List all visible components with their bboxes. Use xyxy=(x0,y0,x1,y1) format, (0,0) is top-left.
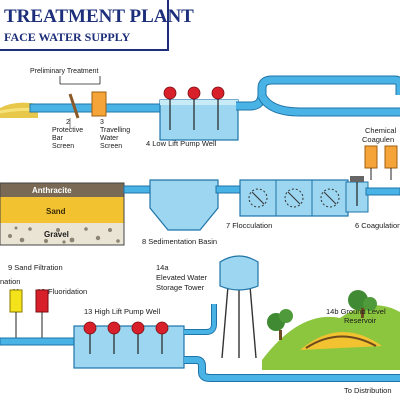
pipe-to-distribution xyxy=(184,357,400,381)
pump-ball xyxy=(83,321,97,335)
pump-ball xyxy=(211,86,225,100)
coagulation-label: 6 Coagulation xyxy=(355,221,400,230)
high-lift-label: 13 High Lift Pump Well xyxy=(84,307,160,316)
pump-ball xyxy=(155,321,169,335)
travelling-screen-label: 3 Travelling Water Screen xyxy=(100,119,132,150)
sedimentation-basin xyxy=(149,179,219,231)
elevated-tower-label: 14a Elevated Water Storage Tower xyxy=(156,263,209,292)
pump-ball xyxy=(107,321,121,335)
flocculation-paddles xyxy=(248,188,340,208)
chlorine-tank xyxy=(9,289,23,313)
ground-reservoir-mound xyxy=(300,331,382,350)
pump-ball xyxy=(131,321,145,335)
low-lift-pump-well xyxy=(159,99,239,141)
low-lift-label: 4 Low Lift Pump Well xyxy=(146,139,217,148)
sand-layer xyxy=(0,197,124,223)
pump-ball xyxy=(187,86,201,100)
low-lift-pumps xyxy=(163,86,225,130)
fluoride-tank xyxy=(35,289,49,313)
pipe-to-high-lift xyxy=(0,337,79,346)
trees xyxy=(267,290,377,340)
sand-label: Sand xyxy=(46,207,66,216)
gravel-label: Gravel xyxy=(44,230,69,239)
sedimentation-label: 8 Sedimentation Basin xyxy=(142,237,217,246)
anthracite-layer xyxy=(0,183,124,197)
flocculation-label: 7 Flocculation xyxy=(226,221,272,230)
pipe-to-coagulation xyxy=(236,76,400,110)
bar-screen-label: 2 Protective Bar Screen xyxy=(52,119,85,150)
pump-ball xyxy=(163,86,177,100)
sand-filtration-label: 9 Sand Filtration xyxy=(8,263,63,272)
chemical-tank-2 xyxy=(384,145,398,169)
high-lift-pumps xyxy=(83,321,169,354)
chemical-coagulant-label: Chemical Coagulen xyxy=(362,126,398,144)
elevated-storage-tower xyxy=(219,255,259,359)
travelling-screen xyxy=(91,91,107,117)
title-box xyxy=(0,0,169,51)
bar-screen xyxy=(68,93,80,119)
ground-reservoir-label: 14b Ground Level Reservoir xyxy=(326,307,388,325)
chemical-tank-1 xyxy=(364,145,378,169)
title-line2: FACE WATER SUPPLY xyxy=(4,30,131,44)
preliminary-label: Preliminary Treatment xyxy=(30,68,99,75)
chlorination-label: nation xyxy=(0,277,20,286)
anthracite-label: Anthracite xyxy=(32,186,72,195)
fluoridation-label: Fluoridation xyxy=(48,287,87,296)
title-line1: TREATMENT PLANT xyxy=(4,6,194,27)
to-distribution-label: To Distribution xyxy=(344,386,392,395)
